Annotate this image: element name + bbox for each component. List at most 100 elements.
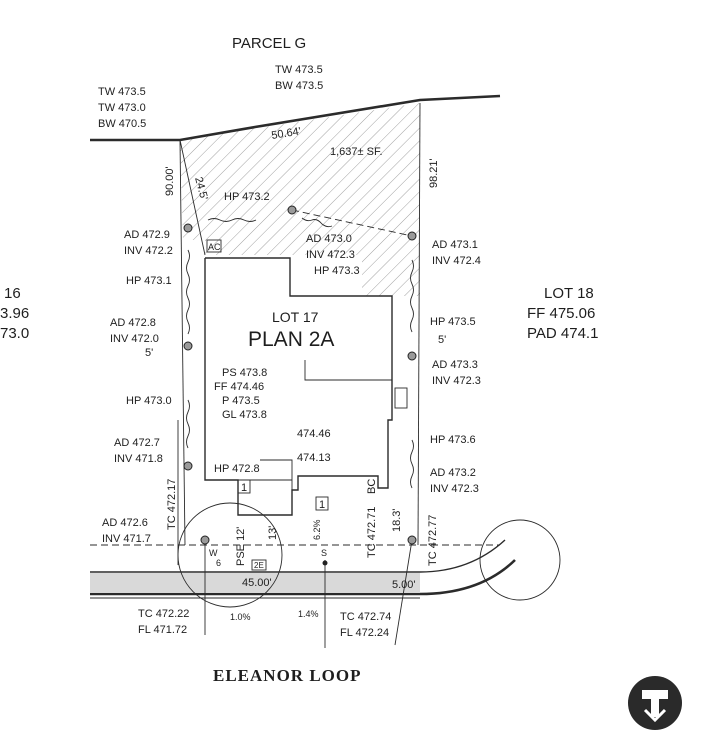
lot-elev-3: P 473.5 <box>222 395 260 407</box>
drain-ad-4 <box>183 341 193 351</box>
ac-box <box>206 239 222 253</box>
box-2e-frame <box>251 559 267 571</box>
neighbor-right-3: PAD 474.1 <box>527 325 598 342</box>
neighbor-left-1: 16 <box>4 285 21 302</box>
slope-yard: 6.2% <box>312 519 322 540</box>
neighbor-left-2: 3.96 <box>0 305 29 322</box>
ac-unit <box>394 387 408 409</box>
hp-label-7: HP 472.8 <box>214 463 260 475</box>
tc-far-right: TC 472.77 <box>427 515 439 566</box>
slope-right: 1.4% <box>298 609 319 619</box>
drain-ad-5 <box>407 351 417 361</box>
drain-ad-label-7: AD 473.2 <box>430 467 476 479</box>
setback-left: 5' <box>145 347 153 359</box>
dim-13: 13' <box>267 526 279 540</box>
drain-inv-label-2: INV 472.3 <box>306 249 355 261</box>
swale-right <box>410 259 414 333</box>
dim-rear: 50.64' <box>271 125 302 141</box>
curb-back <box>90 539 506 573</box>
porch-outline <box>260 459 293 512</box>
drain-inv-label-1: INV 472.2 <box>124 245 173 257</box>
wall-label-left-2: TW 473.0 <box>98 102 146 114</box>
hp-label-1: HP 473.2 <box>224 191 270 203</box>
leader-right <box>394 539 413 646</box>
dim-corner-front: 5.00' <box>392 579 416 591</box>
swale-left-2 <box>186 399 190 449</box>
dim-front: 45.00' <box>242 577 272 589</box>
curb-right-fl: FL 472.24 <box>340 627 389 639</box>
dim-diag: 24.5' <box>192 176 210 202</box>
dim-left-side: 90.00' <box>164 166 176 196</box>
rear-yard-hatch <box>180 103 420 296</box>
sidewalk-band <box>90 573 420 593</box>
tag-box-1b <box>315 496 329 511</box>
ac-label: AC <box>208 242 221 252</box>
compass-logo-icon <box>628 676 682 730</box>
w-label: W <box>209 548 218 558</box>
drain-ad-label-3: AD 473.1 <box>432 239 478 251</box>
neighbor-right-1: LOT 18 <box>544 285 594 302</box>
neighbor-right-2: FF 475.06 <box>527 305 595 322</box>
drain-ad-label-2: AD 473.0 <box>306 233 352 245</box>
drain-inv-label-5: INV 472.3 <box>432 375 481 387</box>
sewer-marker <box>322 560 328 566</box>
drain-pipe <box>291 209 413 237</box>
tc-right: TC 472.71 <box>366 507 378 558</box>
drain-ad-label-1: AD 472.9 <box>124 229 170 241</box>
tag-box-1a <box>237 479 251 494</box>
lot-area: 1,637± SF. <box>330 146 383 158</box>
hp-label-2: HP 473.3 <box>314 265 360 277</box>
hp-label-3: HP 473.1 <box>126 275 172 287</box>
swale-top-right <box>301 217 333 228</box>
curb-left-tc: TC 472.22 <box>138 608 189 620</box>
lot-plan: PLAN 2A <box>248 328 334 351</box>
setback-right: 5' <box>438 334 446 346</box>
wall-label-left-3: BW 470.5 <box>98 118 146 130</box>
drain-inv-label-8: INV 471.7 <box>102 533 151 545</box>
drain-inv-label-3: INV 472.4 <box>432 255 481 267</box>
rear-wall <box>90 94 501 142</box>
street-name: ELEANOR LOOP <box>213 666 362 685</box>
num-6: 6 <box>216 558 221 568</box>
interior-step <box>304 360 392 381</box>
drain-inv-label-7: INV 472.3 <box>430 483 479 495</box>
drain-ad-label-5: AD 473.3 <box>432 359 478 371</box>
drain-ad-label-6: AD 472.7 <box>114 437 160 449</box>
curb-face <box>90 559 516 596</box>
dim-driveway-right: 18.3' <box>391 508 403 532</box>
slope-left: 1.0% <box>230 612 251 622</box>
tc-left: TC 472.17 <box>166 479 178 530</box>
lot-elev-1: PS 473.8 <box>222 367 267 379</box>
drain-ad-2 <box>287 205 297 215</box>
wall-label-top-2: BW 473.5 <box>275 80 323 92</box>
drain-ad-label-4: AD 472.8 <box>110 317 156 329</box>
wall-label-top-1: TW 473.5 <box>275 64 323 76</box>
lot-elev-4: GL 473.8 <box>222 409 267 421</box>
drive-circle-right <box>479 519 561 601</box>
diag-dim-line <box>179 139 206 256</box>
curb-left-fl: FL 471.72 <box>138 624 187 636</box>
drain-ad-3 <box>407 231 417 241</box>
dim-right-side: 98.21' <box>428 158 440 188</box>
left-lot-line <box>179 139 186 546</box>
drain-ad-7 <box>407 535 417 545</box>
right-lot-line <box>417 102 421 546</box>
hp-label-6: HP 473.6 <box>430 434 476 446</box>
wall-label-left-1: TW 473.5 <box>98 86 146 98</box>
lot-elev-2: FF 474.46 <box>214 381 264 393</box>
drain-inv-label-4: INV 472.0 <box>110 333 159 345</box>
hp-label-4: HP 473.5 <box>430 316 476 328</box>
swale-left <box>186 249 190 335</box>
drain-ad-6 <box>183 461 193 471</box>
swale-top <box>207 218 257 222</box>
box-2e: 2E <box>254 561 264 570</box>
tag-1a: 1 <box>241 482 247 494</box>
hp-small-1: 474.46 <box>297 428 331 440</box>
drain-ad-1 <box>183 223 193 233</box>
tag-1b: 1 <box>319 499 325 511</box>
hp-label-5: HP 473.0 <box>126 395 172 407</box>
swale-right-2 <box>410 439 414 489</box>
s-label: S <box>321 548 327 558</box>
drain-ad-label-8: AD 472.6 <box>102 517 148 529</box>
